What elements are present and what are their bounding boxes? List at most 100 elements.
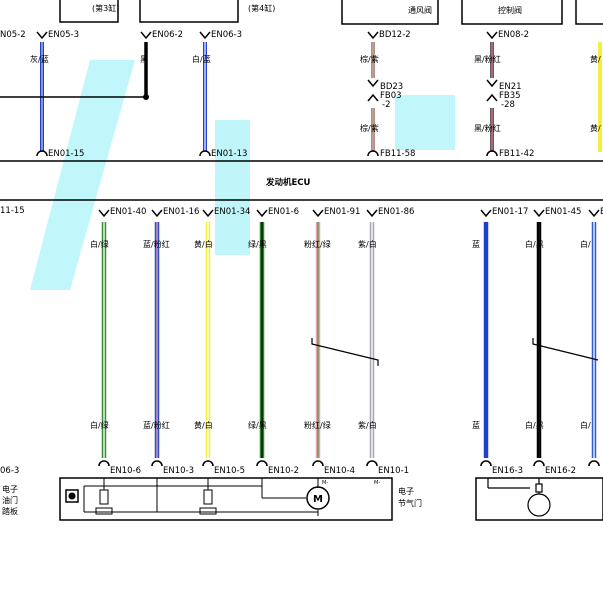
wire-1-color-bottom: 蓝/粉红 bbox=[143, 420, 170, 430]
wire-4-bottom-terminal bbox=[312, 460, 324, 467]
top-mid-fb03-2: -2 bbox=[382, 100, 390, 110]
top-mid-fb03: FB03 bbox=[380, 91, 402, 101]
bottom-left-pin: 06-3 bbox=[0, 466, 19, 476]
wire-3-top-arrow bbox=[256, 209, 268, 218]
ecu-label: 发动机ECU bbox=[265, 177, 311, 188]
wire-6-color-top: 蓝 bbox=[472, 239, 480, 249]
wire-2-top-arrow bbox=[202, 209, 214, 218]
wire-8-bottom-terminal bbox=[588, 460, 600, 467]
sensor-internal bbox=[487, 478, 551, 517]
wire-7-top-arrow bbox=[533, 209, 545, 218]
wire-3-bottom-pin: EN10-2 bbox=[268, 466, 299, 476]
top-pin-en05-3: EN05-3 bbox=[48, 30, 79, 40]
top-color-5: 黑/粉红 bbox=[474, 54, 501, 64]
top-pin-left: N05-2 bbox=[0, 30, 26, 40]
wire-3-color-top: 绿/黑 bbox=[248, 240, 267, 249]
left-stub-pin: 11-15 bbox=[0, 206, 25, 216]
wire-0-bottom-terminal bbox=[98, 460, 110, 467]
top-color-6b: 黄/ bbox=[590, 123, 601, 133]
top-color-4: 棕/紫 bbox=[360, 54, 379, 64]
top-pin-en01-13: EN01-13 bbox=[211, 149, 247, 159]
wire-1-color-top: 蓝/粉红 bbox=[143, 239, 170, 249]
wire-5-top-arrow bbox=[366, 209, 378, 218]
top-wires bbox=[0, 42, 602, 152]
watermark bbox=[30, 60, 455, 290]
top-pin-fb11-42: FB11-42 bbox=[499, 149, 534, 159]
top-connector-arrows bbox=[36, 31, 498, 157]
wire-2-bottom-terminal bbox=[202, 460, 214, 467]
wire-4-bottom-pin: EN10-4 bbox=[324, 466, 355, 476]
wire-2-color-top: 黄/白 bbox=[194, 239, 213, 249]
wire-0-top-pin: EN01-40 bbox=[110, 207, 146, 217]
top-mid-en21: EN21 bbox=[499, 82, 522, 92]
wire-6-bottom-terminal bbox=[480, 460, 492, 467]
pedal-label-1: 电子 bbox=[2, 484, 18, 494]
wire-8-top-arrow bbox=[588, 209, 600, 218]
motor-mini-label-2: M- bbox=[374, 480, 380, 486]
shield-break-mark-left bbox=[311, 338, 379, 366]
wire-8-top-pin: EN bbox=[600, 207, 603, 217]
box-text-cyl4: (第4缸) bbox=[248, 3, 275, 13]
top-color-6: 黄/ bbox=[590, 54, 601, 64]
top-color-1: 灰/蓝 bbox=[30, 54, 49, 64]
wire-0-top-arrow bbox=[98, 209, 110, 218]
box-text-control-valve: 控制阀 bbox=[498, 5, 522, 15]
wire-8-color-top: 白/ bbox=[580, 239, 591, 249]
shield-break-mark-right bbox=[532, 338, 599, 361]
top-pin-en06-2: EN06-2 bbox=[152, 30, 183, 40]
top-pin-en01-15: EN01-15 bbox=[48, 149, 84, 159]
wire-5-bottom-pin: EN10-1 bbox=[378, 466, 409, 476]
top-color-2: 黑 bbox=[140, 55, 148, 64]
wire-3-color-bottom: 绿/黑 bbox=[248, 421, 267, 430]
wire-7-color-bottom: 白/黑 bbox=[525, 420, 544, 430]
wire-2-color-bottom: 黄/白 bbox=[194, 420, 213, 430]
wire-3-bottom-terminal bbox=[256, 460, 268, 467]
top-color-4b: 棕/紫 bbox=[360, 123, 379, 133]
wire-4-color-bottom: 粉红/绿 bbox=[304, 420, 331, 430]
wire-0-color-top: 白/绿 bbox=[90, 239, 109, 249]
wire-6-top-arrow bbox=[480, 209, 492, 218]
wire-5-bottom-terminal bbox=[366, 460, 378, 467]
throttle-internal-circuit bbox=[65, 478, 330, 516]
pedal-label-3: 踏板 bbox=[2, 506, 18, 516]
top-color-5b: 黑/粉红 bbox=[474, 123, 501, 133]
wire-4-color-top: 粉红/绿 bbox=[304, 239, 331, 249]
top-mid-bd23: BD23 bbox=[380, 82, 403, 92]
box-text-cyl3: (第3缸) bbox=[92, 3, 119, 13]
wire-5-color-top: 紫/白 bbox=[358, 239, 377, 249]
top-mid-fb35: FB35 bbox=[499, 91, 521, 101]
box-text-vent-valve: 通风阀 bbox=[408, 5, 432, 15]
top-component-boxes bbox=[59, 0, 603, 25]
wire-0-color-bottom: 白/绿 bbox=[90, 420, 109, 430]
main-wires: EN01-40白/绿白/绿EN10-6EN01-16蓝/粉红蓝/粉红EN10-3… bbox=[90, 207, 603, 476]
wire-7-bottom-pin: EN16-2 bbox=[545, 466, 576, 476]
top-pin-bd12-2: BD12-2 bbox=[379, 30, 411, 40]
wire-6-color-bottom: 蓝 bbox=[472, 420, 480, 430]
wire-1-bottom-pin: EN10-3 bbox=[163, 466, 194, 476]
wire-7-bottom-terminal bbox=[533, 460, 545, 467]
wire-2-bottom-pin: EN10-5 bbox=[214, 466, 245, 476]
wire-7-top-pin: EN01-45 bbox=[545, 207, 581, 217]
wire-4-top-arrow bbox=[312, 209, 324, 218]
wire-4-top-pin: EN01-91 bbox=[324, 207, 360, 217]
wire-2-top-pin: EN01-34 bbox=[214, 207, 250, 217]
top-mid-fb35-28: -28 bbox=[501, 100, 515, 110]
wire-8-color-bottom: 白/ bbox=[580, 420, 591, 430]
top-color-3: 白/蓝 bbox=[192, 54, 211, 64]
wire-1-bottom-terminal bbox=[151, 460, 163, 467]
top-pin-fb11-58: FB11-58 bbox=[380, 149, 415, 159]
throttle-label-2: 节气门 bbox=[398, 498, 422, 508]
throttle-component-box bbox=[59, 477, 393, 521]
top-pin-en06-3: EN06-3 bbox=[211, 30, 242, 40]
wire-6-top-pin: EN01-17 bbox=[492, 207, 528, 217]
wire-1-top-arrow bbox=[151, 209, 163, 218]
motor-symbol: M bbox=[313, 494, 323, 505]
pedal-label-2: 油门 bbox=[2, 495, 18, 505]
throttle-label-1: 电子 bbox=[398, 486, 414, 496]
wire-7-color-top: 白/黑 bbox=[525, 239, 544, 249]
wire-3-top-pin: EN01-6 bbox=[268, 207, 299, 217]
wire-5-top-pin: EN01-86 bbox=[378, 207, 414, 217]
wire-1-top-pin: EN01-16 bbox=[163, 207, 199, 217]
wire-6-bottom-pin: EN16-3 bbox=[492, 466, 523, 476]
